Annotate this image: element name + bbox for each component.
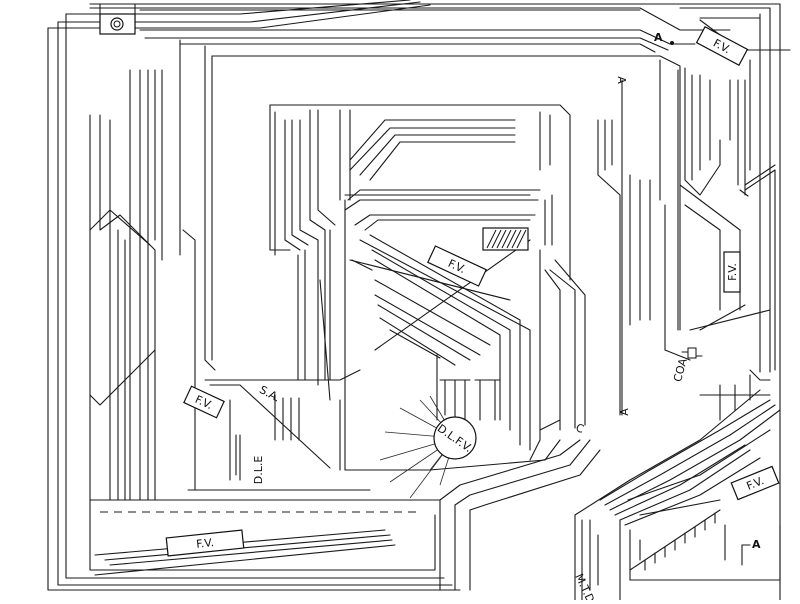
a-bottom-right-label: A (752, 538, 761, 551)
center-diagonal-bus (349, 234, 586, 461)
fv-tag-center: F.V. (427, 245, 487, 287)
hatched-block-icon (486, 229, 527, 249)
bottom-center-bus (439, 439, 601, 591)
left-wire-bundle (89, 39, 371, 501)
outer-border-lines (47, 0, 791, 601)
point-a-bottom-right: A (752, 538, 761, 551)
center-circle: D.L.F.V. (433, 416, 477, 460)
sa-label: S.A. (257, 383, 282, 404)
dle-label: D.L.E (252, 456, 265, 485)
a-right-bottom-label: A (618, 408, 631, 416)
coa-tag: COA (671, 357, 690, 384)
bottom-left-box (89, 499, 441, 576)
coa-connector-icon (681, 347, 703, 359)
point-a-right-top: A (615, 76, 628, 84)
top-bus-lines (139, 29, 696, 371)
top-center-arrow-bundle (344, 111, 553, 246)
inner-left-bundle (284, 109, 341, 386)
misc-stubs (235, 399, 561, 476)
fv-tag-right: F.V. (723, 251, 741, 293)
point-c: C (574, 421, 586, 436)
central-frame (204, 104, 571, 481)
corner-box (99, 13, 136, 35)
fv-bottom-right-label: F.V. (745, 474, 766, 493)
a-top-label: A (654, 31, 663, 44)
fv-right-label: F.V. (726, 263, 739, 281)
point-a-top: A (654, 31, 674, 45)
fv-tag-left: F.V. (183, 385, 225, 419)
sa-tag: S.A. (257, 383, 282, 404)
a-right-top-label: A (615, 76, 628, 84)
spiral-icon (110, 17, 124, 31)
fv-tag-bottom-right: F.V. (730, 465, 780, 501)
hatched-block (482, 227, 529, 251)
point-a-right-bottom: A (618, 408, 631, 416)
fv-bottom-left-label: F.V. (196, 536, 215, 551)
c-label: C (574, 421, 586, 436)
dle-tag: D.L.E (252, 456, 265, 485)
bottom-right-box (574, 374, 781, 601)
fv-tag-top-right: F.V. (695, 25, 749, 67)
coa-label: COA (671, 357, 690, 384)
mtd-tag: M.T.D (572, 572, 597, 604)
right-side-wires (597, 59, 776, 416)
fv-tag-bottom-left: F.V. (165, 529, 245, 557)
center-stub-lines (436, 354, 501, 421)
sa-stub-lines (274, 394, 300, 441)
mtd-label: M.T.D (572, 572, 597, 600)
